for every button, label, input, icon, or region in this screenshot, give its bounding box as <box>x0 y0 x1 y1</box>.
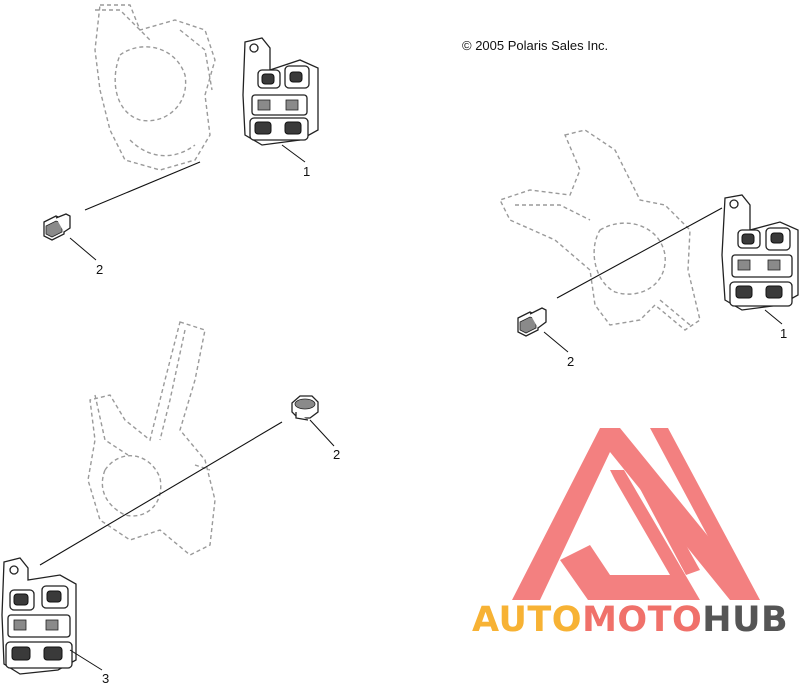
callout-bottom-bolt: 2 <box>333 447 340 462</box>
right-caliper <box>721 194 799 311</box>
watermark-moto: MOTO <box>582 600 703 640</box>
copyright-notice: © 2005 Polaris Sales Inc. <box>462 38 609 53</box>
bottom-bolt <box>291 395 319 421</box>
top-left-bolt-leader <box>69 237 97 261</box>
bottom-caliper <box>1 557 77 675</box>
top-left-caliper <box>242 37 319 146</box>
right-bolt <box>517 307 547 337</box>
watermark-text: AUTOMOTOHUB <box>472 600 788 640</box>
top-left-knuckle-ghost <box>94 4 216 171</box>
right-bolt-leader <box>543 331 569 353</box>
right-knuckle-ghost <box>499 129 701 331</box>
callout-bottom-caliper: 3 <box>102 671 109 683</box>
right-caliper-leader <box>764 309 783 325</box>
bottom-knuckle-ghost <box>87 321 216 556</box>
callout-top-left-caliper: 1 <box>303 164 310 179</box>
callout-right-bolt: 2 <box>567 354 574 369</box>
bottom-bolt-leader <box>309 419 335 447</box>
watermark-auto: AUTO <box>472 600 583 640</box>
right-axis-line <box>556 207 723 299</box>
bottom-caliper-leader <box>69 649 103 671</box>
bottom-axis-line <box>39 421 283 566</box>
callout-right-caliper: 1 <box>780 326 787 341</box>
watermark-hub: HUB <box>702 600 789 640</box>
top-left-bolt <box>43 213 71 241</box>
top-left-caliper-leader <box>281 144 306 163</box>
callout-top-left-bolt: 2 <box>96 262 103 277</box>
watermark-logo <box>512 428 760 600</box>
top-left-axis-line <box>84 161 201 211</box>
